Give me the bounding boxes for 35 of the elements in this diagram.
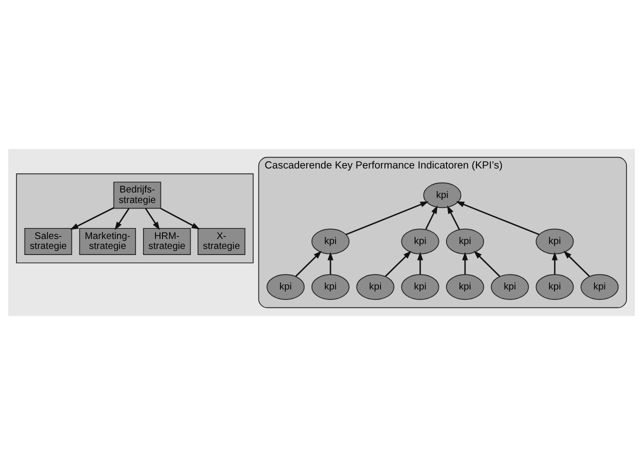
node-ellipse: kpi [490,274,529,300]
node-ellipse: kpi [446,228,484,254]
node-box: Marketing- strategie [79,227,136,254]
node-box: Bedrijfs- strategie [113,181,162,208]
node-ellipse: kpi [356,274,394,300]
node-ellipse: kpi [536,274,574,300]
arrow [474,250,500,276]
arrow [114,208,130,230]
arrow [552,251,558,274]
arrow [70,206,114,230]
node-ellipse: kpi [423,182,462,208]
arrow [144,208,160,230]
node-box: HRM- strategie [143,227,191,254]
arrow [462,251,468,274]
arrow [160,207,200,229]
arrow [417,251,424,274]
node-box: Sales- strategie [24,227,72,254]
arrow [447,204,460,230]
node-ellipse: kpi [401,228,440,254]
node-ellipse: kpi [446,274,484,300]
arrow [346,200,429,235]
node-ellipse: kpi [536,228,574,254]
arrow [456,200,540,235]
cluster [16,172,254,263]
node-box: X- strategie [198,227,246,254]
arrow [295,250,322,276]
node-ellipse: kpi [266,274,305,300]
arrow [563,250,590,276]
arrow [328,251,334,274]
node-ellipse: kpi [311,274,350,300]
node-ellipse: kpi [401,274,440,300]
node-ellipse: kpi [580,274,619,300]
arrow [384,250,412,276]
node-ellipse: kpi [311,228,350,254]
arrow [425,204,438,230]
